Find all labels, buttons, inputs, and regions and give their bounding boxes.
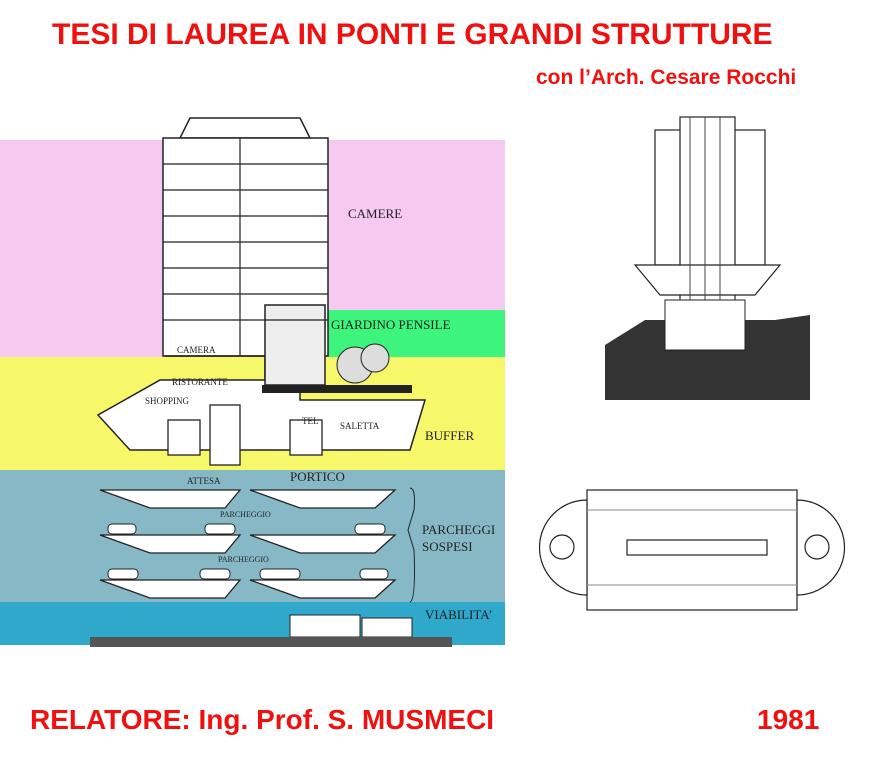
elevation-drawing xyxy=(605,116,810,400)
zone-label-buffer: BUFFER xyxy=(425,428,475,443)
room-label-shopping: SHOPPING xyxy=(145,396,190,406)
room-label-saletta: SALETTA xyxy=(340,421,380,431)
poster-title: TESI DI LAUREA IN PONTI E GRANDI STRUTTU… xyxy=(52,18,773,51)
zone-label-camere: CAMERE xyxy=(348,206,403,221)
room-label-camera: CAMERA xyxy=(177,345,216,355)
relatore-label: RELATORE: Ing. Prof. S. MUSMECI xyxy=(30,704,495,735)
year-label: 1981 xyxy=(757,704,820,735)
room-label-attesa: ATTESA xyxy=(187,476,221,486)
room-label-parcheggio-2: PARCHEGGIO xyxy=(218,555,269,564)
plan-drawing xyxy=(538,489,846,611)
building-section-drawing xyxy=(90,117,452,647)
zone-label-sospesi: SOSPESI xyxy=(422,539,473,554)
zone-label-portico: PORTICO xyxy=(290,469,345,484)
room-label-ristorante: RISTORANTE xyxy=(172,377,228,387)
poster-subtitle: con l’Arch. Cesare Rocchi xyxy=(536,66,797,89)
zone-label-giardino: GIARDINO PENSILE xyxy=(331,317,451,332)
zone-label-viabilita: VIABILITA’ xyxy=(425,607,493,622)
room-label-parcheggio-1: PARCHEGGIO xyxy=(220,510,271,519)
zone-label-parcheggi: PARCHEGGI xyxy=(422,522,496,537)
room-label-tel: TEL xyxy=(302,416,319,426)
